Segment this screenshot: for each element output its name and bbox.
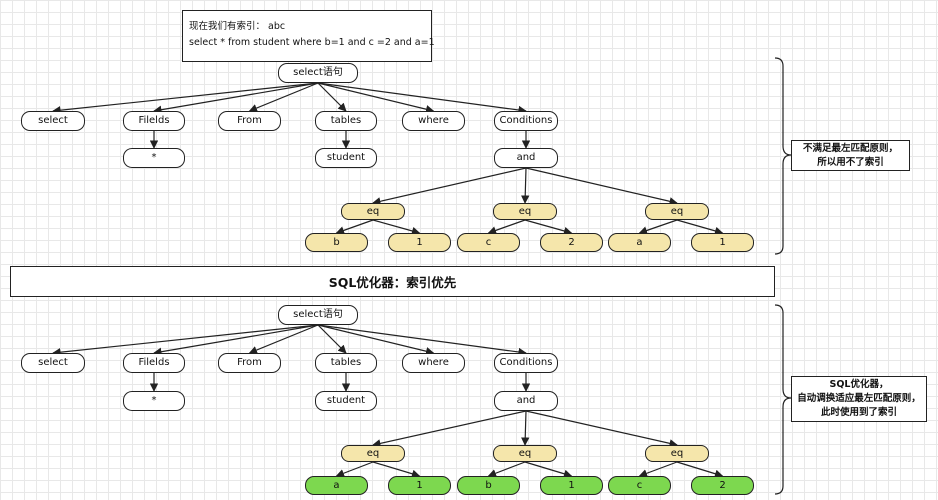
brace-top — [774, 57, 792, 255]
tree-leaf-value: 2 — [691, 476, 754, 495]
tree-edge — [525, 167, 678, 206]
note-bottom: SQL优化器， 自动调换适应最左匹配原则， 此时使用到了索引 — [791, 376, 927, 422]
note-bottom-line-3: 此时使用到了索引 — [820, 407, 897, 418]
tree-node-where: where — [402, 111, 465, 131]
tree-edge — [317, 82, 527, 115]
note-top: 不满足最左匹配原则， 所以用不了索引 — [791, 140, 910, 171]
tree-node-fields-value: * — [123, 391, 185, 411]
index-note-line: 现在我们有索引： abc — [189, 21, 286, 32]
tree-node-from: From — [218, 111, 281, 131]
tree-node-and: and — [494, 391, 558, 411]
tree-edge — [521, 167, 530, 204]
tree-node-conditions: Conditions — [494, 111, 558, 131]
tree-leaf-value: 1 — [691, 233, 754, 252]
tree-edge — [638, 219, 678, 235]
tree-leaf-column: c — [457, 233, 520, 252]
tree-node-fields: Filelds — [123, 111, 185, 131]
note-top-line-1: 不满足最左匹配原则， — [802, 142, 898, 154]
tree-edge — [52, 324, 319, 357]
tree-leaf-column: c — [608, 476, 671, 495]
tree-edge — [524, 461, 573, 478]
tree-edge — [317, 324, 435, 356]
tree-edge — [153, 82, 319, 114]
tree-edge — [52, 82, 319, 115]
tree-edge — [248, 82, 319, 113]
tree-edge — [317, 324, 527, 357]
tree-leaf-column: b — [305, 233, 368, 252]
tree-edge — [372, 167, 527, 206]
tree-node-eq: eq — [341, 445, 405, 462]
tree-node-eq: eq — [493, 445, 557, 462]
tree-edge — [676, 219, 724, 235]
tree-node-and: and — [494, 148, 558, 168]
tree-node-select: select — [21, 111, 85, 131]
tree-node-table-value: student — [315, 391, 377, 411]
note-bottom-line-1: SQL优化器， — [829, 379, 889, 390]
tree-edge — [372, 410, 527, 448]
tree-edge — [487, 219, 526, 235]
note-bottom-line-2: 自动调换适应最左匹配原则， — [797, 393, 921, 404]
tree-edge — [372, 461, 421, 478]
tree-edge — [317, 324, 347, 354]
tree-node-fields: Filelds — [123, 353, 185, 373]
tree-leaf-value: 1 — [388, 476, 451, 495]
tree-leaf-value: 1 — [388, 233, 451, 252]
tree-edge — [153, 324, 319, 356]
tree-node-conditions: Conditions — [494, 353, 558, 373]
tree-edge — [638, 461, 678, 478]
tree-leaf-column: a — [608, 233, 671, 252]
tree-edge — [521, 410, 530, 446]
tree-edge — [525, 410, 678, 448]
tree-leaf-column: b — [457, 476, 520, 495]
optimizer-divider-title: SQL优化器：索引优先 — [328, 275, 457, 290]
tree-edge — [317, 82, 435, 114]
tree-node-tables: tables — [315, 111, 377, 131]
tree-node-root: select语句 — [278, 305, 358, 325]
tree-node-fields-value: * — [123, 148, 185, 168]
tree-node-select: select — [21, 353, 85, 373]
tree-edge — [248, 324, 319, 355]
note-top-line-2: 所以用不了索引 — [817, 156, 884, 168]
tree-leaf-value: 2 — [540, 233, 603, 252]
tree-node-table-value: student — [315, 148, 377, 168]
tree-edge — [335, 219, 374, 235]
tree-node-from: From — [218, 353, 281, 373]
brace-bottom — [774, 304, 792, 495]
tree-node-tables: tables — [315, 353, 377, 373]
tree-edge — [487, 461, 526, 478]
tree-edge — [524, 219, 573, 236]
tree-node-eq: eq — [341, 203, 405, 220]
tree-node-eq: eq — [645, 203, 709, 220]
tree-node-eq: eq — [645, 445, 709, 462]
tree-node-where: where — [402, 353, 465, 373]
tree-edge — [335, 461, 374, 478]
tree-node-root: select语句 — [278, 63, 358, 83]
tree-edge — [676, 461, 724, 478]
tree-leaf-value: 1 — [540, 476, 603, 495]
tree-edge — [317, 82, 347, 112]
optimizer-divider: SQL优化器：索引优先 — [10, 266, 775, 297]
sql-query-line: select * from student where b=1 and c =2… — [189, 37, 435, 48]
tree-edge — [372, 219, 421, 236]
tree-leaf-column: a — [305, 476, 368, 495]
tree-node-eq: eq — [493, 203, 557, 220]
sql-statement-note: 现在我们有索引： abc select * from student where… — [182, 10, 435, 62]
